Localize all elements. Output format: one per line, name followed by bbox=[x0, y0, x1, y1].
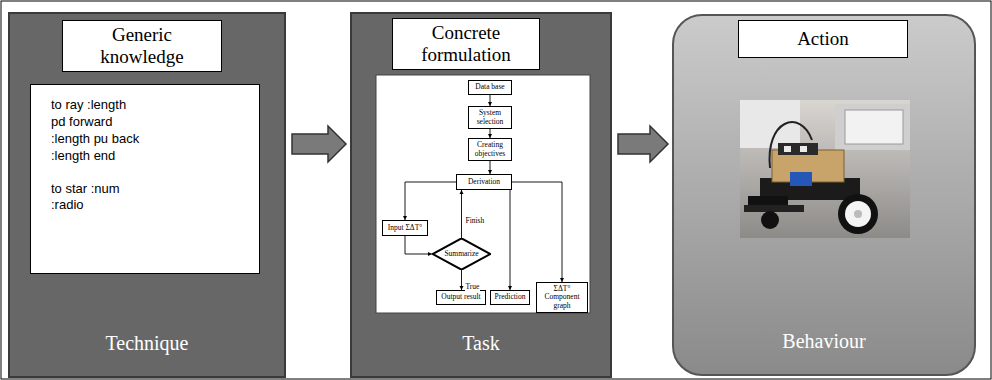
process-box: Creating objectives bbox=[468, 138, 512, 161]
flow-connector bbox=[488, 95, 492, 106]
panel: Technique Generic knowledge to ray :length… bbox=[8, 12, 286, 378]
edge-label-anchor: Finish bbox=[465, 209, 486, 227]
flow-text: Derivation bbox=[468, 178, 500, 186]
process-box: ΣΔT° Component graph bbox=[536, 282, 588, 313]
connector-line bbox=[405, 236, 432, 254]
connector-line bbox=[461, 190, 462, 238]
block-arrow-shape bbox=[618, 126, 668, 162]
flow-text: Output result bbox=[441, 293, 480, 301]
connector-line bbox=[405, 182, 456, 220]
edge-label: Finish bbox=[465, 216, 486, 225]
robot-photo bbox=[740, 100, 910, 238]
flowchart-image-frame bbox=[376, 75, 590, 313]
flow-text: Input ΣΔT° bbox=[388, 224, 422, 232]
process-box: Prediction bbox=[490, 290, 530, 305]
process-box: Data base bbox=[468, 80, 512, 95]
flow-text: Creating objectives bbox=[471, 141, 509, 158]
panel-caption: Task bbox=[352, 332, 610, 354]
process-box: System selection bbox=[468, 106, 512, 129]
flow-connector bbox=[405, 236, 432, 256]
flow-connector bbox=[460, 270, 464, 290]
process-box: Derivation bbox=[456, 174, 512, 190]
code-box: to ray :length pd forward :length pu bac… bbox=[30, 84, 260, 274]
block-arrow bbox=[292, 126, 346, 162]
flow-connector bbox=[488, 161, 492, 174]
block-arrow-shape bbox=[292, 126, 346, 162]
decision-diamond: Summarize bbox=[432, 238, 491, 270]
connector-line bbox=[510, 190, 511, 290]
input-box: Input ΣΔT° bbox=[382, 220, 428, 236]
arrow-head bbox=[403, 216, 407, 220]
flow-connector bbox=[488, 129, 492, 138]
arrow-head bbox=[560, 278, 564, 282]
code-text: to star :num :radio bbox=[51, 181, 143, 215]
arrow-head bbox=[488, 134, 492, 138]
output-box: Output result bbox=[436, 290, 486, 305]
flow-connector bbox=[512, 182, 564, 282]
header-box: Generic knowledge bbox=[62, 20, 222, 72]
flow-text: Prediction bbox=[495, 293, 526, 301]
flow-connector bbox=[508, 190, 512, 290]
connector-line bbox=[512, 182, 562, 282]
header-box: Action bbox=[738, 20, 908, 58]
header-text: Generic knowledge bbox=[78, 24, 206, 68]
edge-label-anchor: True bbox=[465, 275, 481, 293]
arrow-head bbox=[488, 170, 492, 174]
arrow-head bbox=[488, 102, 492, 106]
flow-text: ΣΔT° Component graph bbox=[539, 285, 585, 310]
header-text: Concrete formulation bbox=[402, 22, 530, 66]
arrow-head bbox=[460, 190, 464, 194]
code-text: to ray :length pd forward :length pu bac… bbox=[51, 97, 143, 165]
flow-connector bbox=[403, 182, 456, 220]
arrow-head bbox=[508, 286, 512, 290]
flow-connector bbox=[460, 190, 464, 238]
edge-label: True bbox=[465, 282, 481, 291]
flow-text: System selection bbox=[471, 109, 509, 126]
header-box: Concrete formulation bbox=[392, 18, 540, 70]
arrow-head bbox=[428, 252, 432, 256]
panel-caption: Behaviour bbox=[674, 330, 974, 352]
panel-caption: Technique bbox=[10, 332, 284, 354]
arrow-head bbox=[460, 286, 464, 290]
flow-text: Summarize bbox=[444, 250, 478, 258]
header-text: Action bbox=[797, 28, 849, 50]
block-arrow bbox=[618, 126, 668, 162]
flow-text: Data base bbox=[475, 83, 504, 91]
